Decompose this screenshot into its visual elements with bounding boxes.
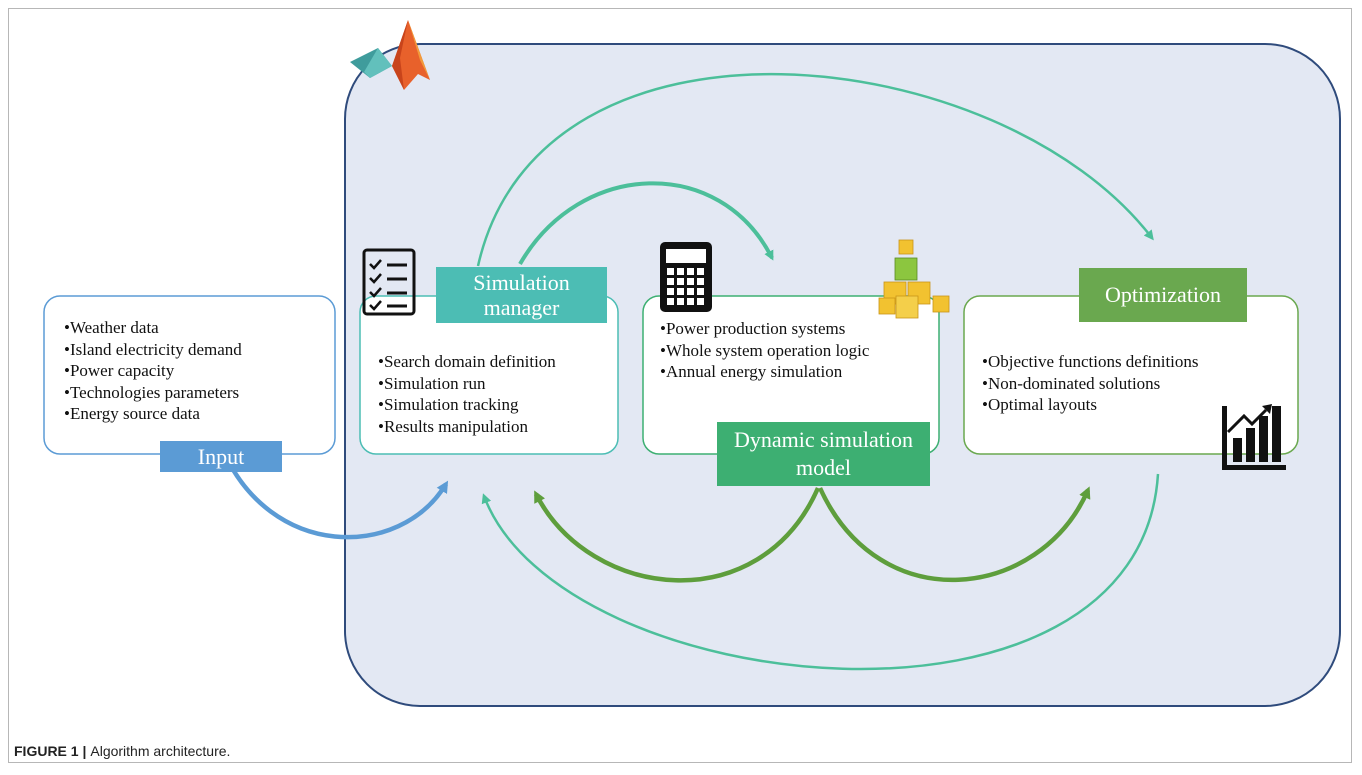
simulation-manager-item: Simulation tracking [378, 394, 556, 416]
optimization-item: Non-dominated solutions [982, 373, 1199, 395]
input-label-box [160, 441, 282, 472]
cubes-icon [878, 239, 950, 319]
dynamic-model-item: Whole system operation logic [660, 340, 869, 362]
figure-frame [8, 8, 1352, 763]
input-item: Island electricity demand [64, 339, 242, 361]
figure-caption-text: Algorithm architecture. [90, 743, 231, 759]
optimization-label: Optimization [1104, 282, 1222, 307]
arrow-opt-to-sim [481, 473, 1160, 671]
optimization-item: Optimal layouts [982, 394, 1199, 416]
dynamic-model-item: Annual energy simulation [660, 361, 869, 383]
figure-caption: FIGURE 1 |Algorithm architecture. [14, 743, 230, 759]
calculator-icon [660, 242, 712, 312]
dynamic-model-label: Dynamic simulation model [733, 427, 914, 480]
simulation-manager-items: Search domain definition Simulation run … [378, 351, 556, 437]
optimization-items: Objective functions definitions Non-domi… [982, 351, 1199, 416]
optimization-item: Objective functions definitions [982, 351, 1199, 373]
checklist-icon [362, 248, 416, 316]
simulation-manager-item: Results manipulation [378, 416, 556, 438]
arrow-model-to-sim [533, 487, 821, 583]
simulation-manager-item: Simulation run [378, 373, 556, 395]
input-item: Power capacity [64, 360, 242, 382]
arrow-sim-to-opt [476, 73, 1154, 267]
optimization-label-box [1079, 268, 1247, 322]
input-label: Input [197, 443, 245, 469]
simulation-manager-label: Simulation manager [473, 270, 570, 320]
dynamic-model-label-box [717, 422, 930, 486]
bar-chart-icon [1222, 404, 1286, 470]
arrow-sim-to-model [518, 181, 774, 266]
figure-caption-prefix: FIGURE 1 | [14, 743, 87, 759]
input-items: Weather data Island electricity demand P… [64, 317, 242, 425]
input-item: Energy source data [64, 403, 242, 425]
arrow-input-to-sim [219, 447, 449, 540]
input-item: Technologies parameters [64, 382, 242, 404]
dynamic-model-item: Power production systems [660, 318, 869, 340]
matlab-logo-icon [350, 20, 430, 90]
arrow-model-to-opt [817, 486, 1091, 583]
simulation-manager-item: Search domain definition [378, 351, 556, 373]
dynamic-model-items: Power production systems Whole system op… [660, 318, 869, 383]
input-item: Weather data [64, 317, 242, 339]
simulation-manager-label-box [436, 267, 607, 323]
